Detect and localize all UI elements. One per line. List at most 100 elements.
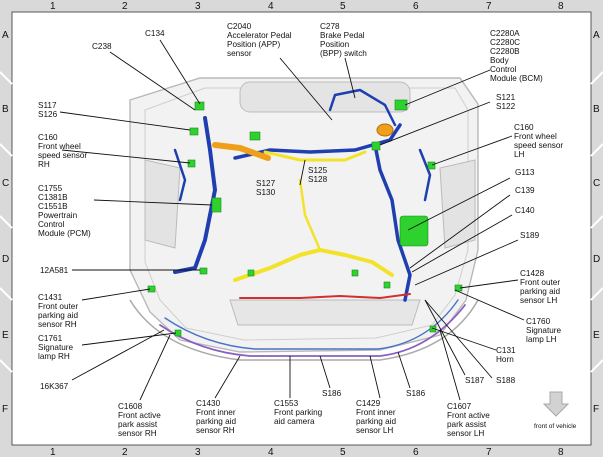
label-c134: C134 [145,29,165,38]
label-c2280-line4: Body [490,56,510,65]
label-c1755-line2: C1381B [38,193,68,202]
label-c160-rh-line4: RH [38,160,50,169]
label-c1608-line2: Front active [118,411,161,420]
label-c1431-line4: sensor RH [38,320,77,329]
connector-pcm [211,197,222,213]
label-c1429: C1429 Front inner parking aid sensor LH [356,399,398,435]
label-c1428: C1428 Front outer parking aid sensor LH [520,269,562,305]
grid-row-right-b: B [593,104,600,115]
label-c1429-line3: parking aid [356,417,397,426]
label-c134-line1: C134 [145,29,165,38]
connector-mid-1 [247,269,255,277]
label-c139: C139 [515,186,535,195]
label-c1431-line2: Front outer [38,302,78,311]
label-c1607-line1: C1607 [447,402,472,411]
label-c1760-line2: Signature [526,326,561,335]
grid-col-bottom-3: 3 [195,447,201,457]
connector-12a581 [199,267,208,275]
harness-red [239,293,411,299]
label-c1755-line4: Powertrain [38,211,78,220]
label-c131: C131 Horn [496,346,518,364]
label-s189-line1: S189 [520,231,540,240]
label-c278-line1: C278 [320,22,340,31]
label-c1431-line3: parking aid [38,311,79,320]
label-s127: S127 S130 [256,179,277,197]
connector-mid-3 [383,281,391,289]
label-s125-line2: S128 [308,175,328,184]
harness-rh-blue [173,116,217,274]
connector-s121 [371,141,381,151]
label-c1608-line1: C1608 [118,402,143,411]
brake-fluid-reservoir [376,123,394,137]
label-s117-line2: S126 [38,110,58,119]
label-s121-line1: S121 [496,93,516,102]
harness-orange [212,142,271,161]
grid-row-right-a: A [593,30,600,41]
label-c131-line2: Horn [496,355,514,364]
grid-row-left-c: C [2,178,9,189]
grid-row-left-f: F [2,404,8,415]
label-c1607: C1607 Front active park assist sensor LH [447,402,492,438]
grid-row-left-b: B [2,104,9,115]
grid-row-left-e: E [2,330,9,341]
label-c1428-line2: Front outer [520,278,560,287]
label-c1430: C1430 Front inner parking aid sensor RH [196,399,238,435]
front-of-vehicle-label: front of vehicle [534,423,577,430]
harness-wheel-lh [418,148,432,202]
grid-row-left-a: A [2,30,9,41]
label-c1607-line3: park assist [447,420,487,429]
grid-row-labels: A B C D E F A B C D E F [2,30,600,415]
label-c1608: C1608 Front active park assist sensor RH [118,402,163,438]
label-s188-line1: S188 [496,376,516,385]
down-arrow-icon [542,391,570,417]
grid-row-right-c: C [593,178,600,189]
grid-col-top-4: 4 [268,1,274,12]
label-c1607-line2: Front active [447,411,490,420]
top-border-bar [0,0,603,12]
label-c278-line3: Position [320,40,350,49]
connector-c2040-area [249,131,261,141]
label-s127-line1: S127 [256,179,276,188]
label-c1553-line2: Front parking [274,408,323,417]
label-s186-right: S186 [406,389,426,398]
label-c1429-line2: Front inner [356,408,396,417]
label-c1431: C1431 Front outer parking aid sensor RH [38,293,80,329]
grid-col-bottom-2: 2 [122,447,128,457]
label-s187-line1: S187 [465,376,485,385]
label-g113: G113 [515,168,535,177]
grid-col-top-5: 5 [340,1,346,12]
label-16k367-line1: 16K367 [40,382,69,391]
grid-col-top-8: 8 [558,1,564,12]
label-c160-lh-line2: Front wheel [514,132,557,141]
wheel-well-lh [439,159,476,249]
label-c1430-line3: parking aid [196,417,237,426]
label-c2280-line2: C2280C [490,38,520,47]
label-12a581-line1: 12A581 [40,266,69,275]
label-c160-lh-line1: C160 [514,123,534,132]
label-s125: S125 S128 [308,166,329,184]
label-c2040-line2: Accelerator Pedal [227,31,292,40]
label-c1760-line1: C1760 [526,317,551,326]
connector-s117 [189,127,199,136]
harness-yellow-center [298,178,322,252]
label-c2040-line1: C2040 [227,22,252,31]
label-c2280-line3: C2280B [490,47,520,56]
connector-mid-2 [351,269,359,277]
label-c2280: C2280A C2280C C2280B Body Control Module… [490,29,543,83]
label-c2040-line4: sensor [227,49,252,58]
label-s117-line1: S117 [38,101,57,110]
label-s188: S188 [496,376,516,385]
bumper-outline [129,299,479,361]
bottom-border-bar [0,445,603,457]
harness-bumper-purple [159,304,466,357]
border-ticks [0,71,603,373]
label-c139-line1: C139 [515,186,535,195]
leader-lines [59,39,525,401]
connector-c134 [194,101,205,111]
label-c278: C278 Brake Pedal Position (BPP) switch [320,22,367,58]
grid-col-bottom-7: 7 [486,447,492,457]
label-s186-right-line1: S186 [406,389,426,398]
label-c160-rh-line3: speed sensor [38,151,87,160]
label-group: C238 C134 C2040 Accelerator Pedal Positi… [38,22,563,438]
